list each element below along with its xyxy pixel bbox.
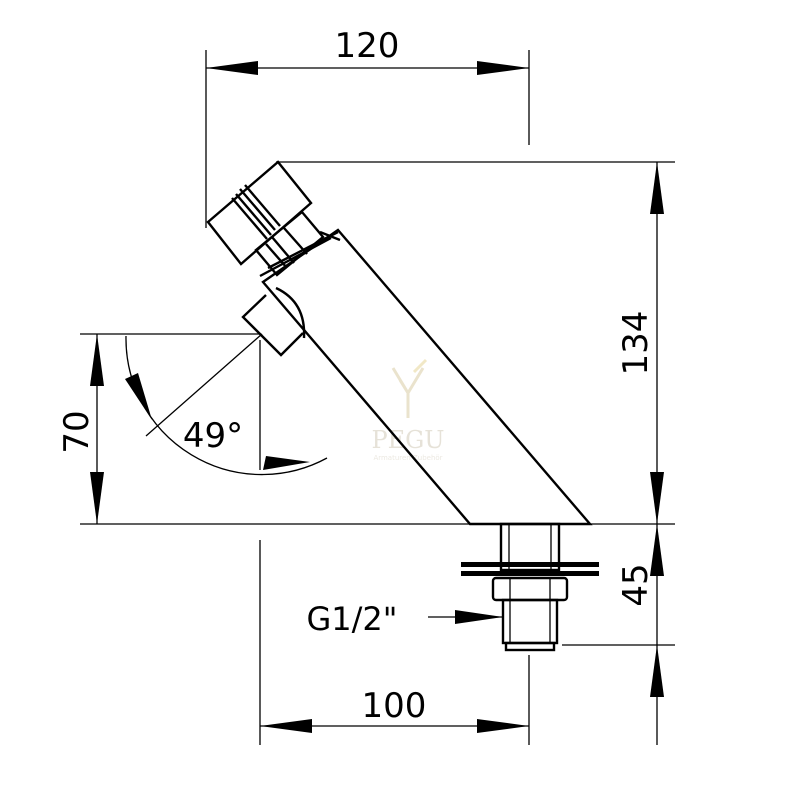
dimension-label-total-height: 134 (616, 311, 656, 376)
dimension-outlet-height: 70 (57, 334, 104, 524)
watermark-logo (391, 358, 428, 418)
dimension-label-angle: 49° (183, 416, 243, 456)
dimension-angle: 49° (125, 333, 328, 476)
watermark-tagline: Armaturen Zubehör (373, 454, 442, 462)
threaded-connector (461, 522, 599, 652)
thread-callout-label: G1/2" (306, 600, 397, 638)
push-button (206, 160, 325, 277)
thread-callout: G1/2" (306, 600, 503, 638)
dimension-thread-length: 45 (616, 524, 664, 745)
dimension-label-top-width: 120 (335, 26, 400, 66)
dimension-label-thread-length: 45 (616, 563, 656, 606)
dimension-top-width: 120 (206, 26, 529, 75)
dimension-bottom-width: 100 (260, 686, 529, 733)
dimension-label-bottom-width: 100 (362, 686, 427, 726)
dimension-total-height: 134 (616, 162, 664, 524)
dimension-label-outlet-height: 70 (57, 410, 97, 453)
extension-lines (80, 50, 675, 745)
watermark-brand: PEGU (371, 426, 444, 454)
